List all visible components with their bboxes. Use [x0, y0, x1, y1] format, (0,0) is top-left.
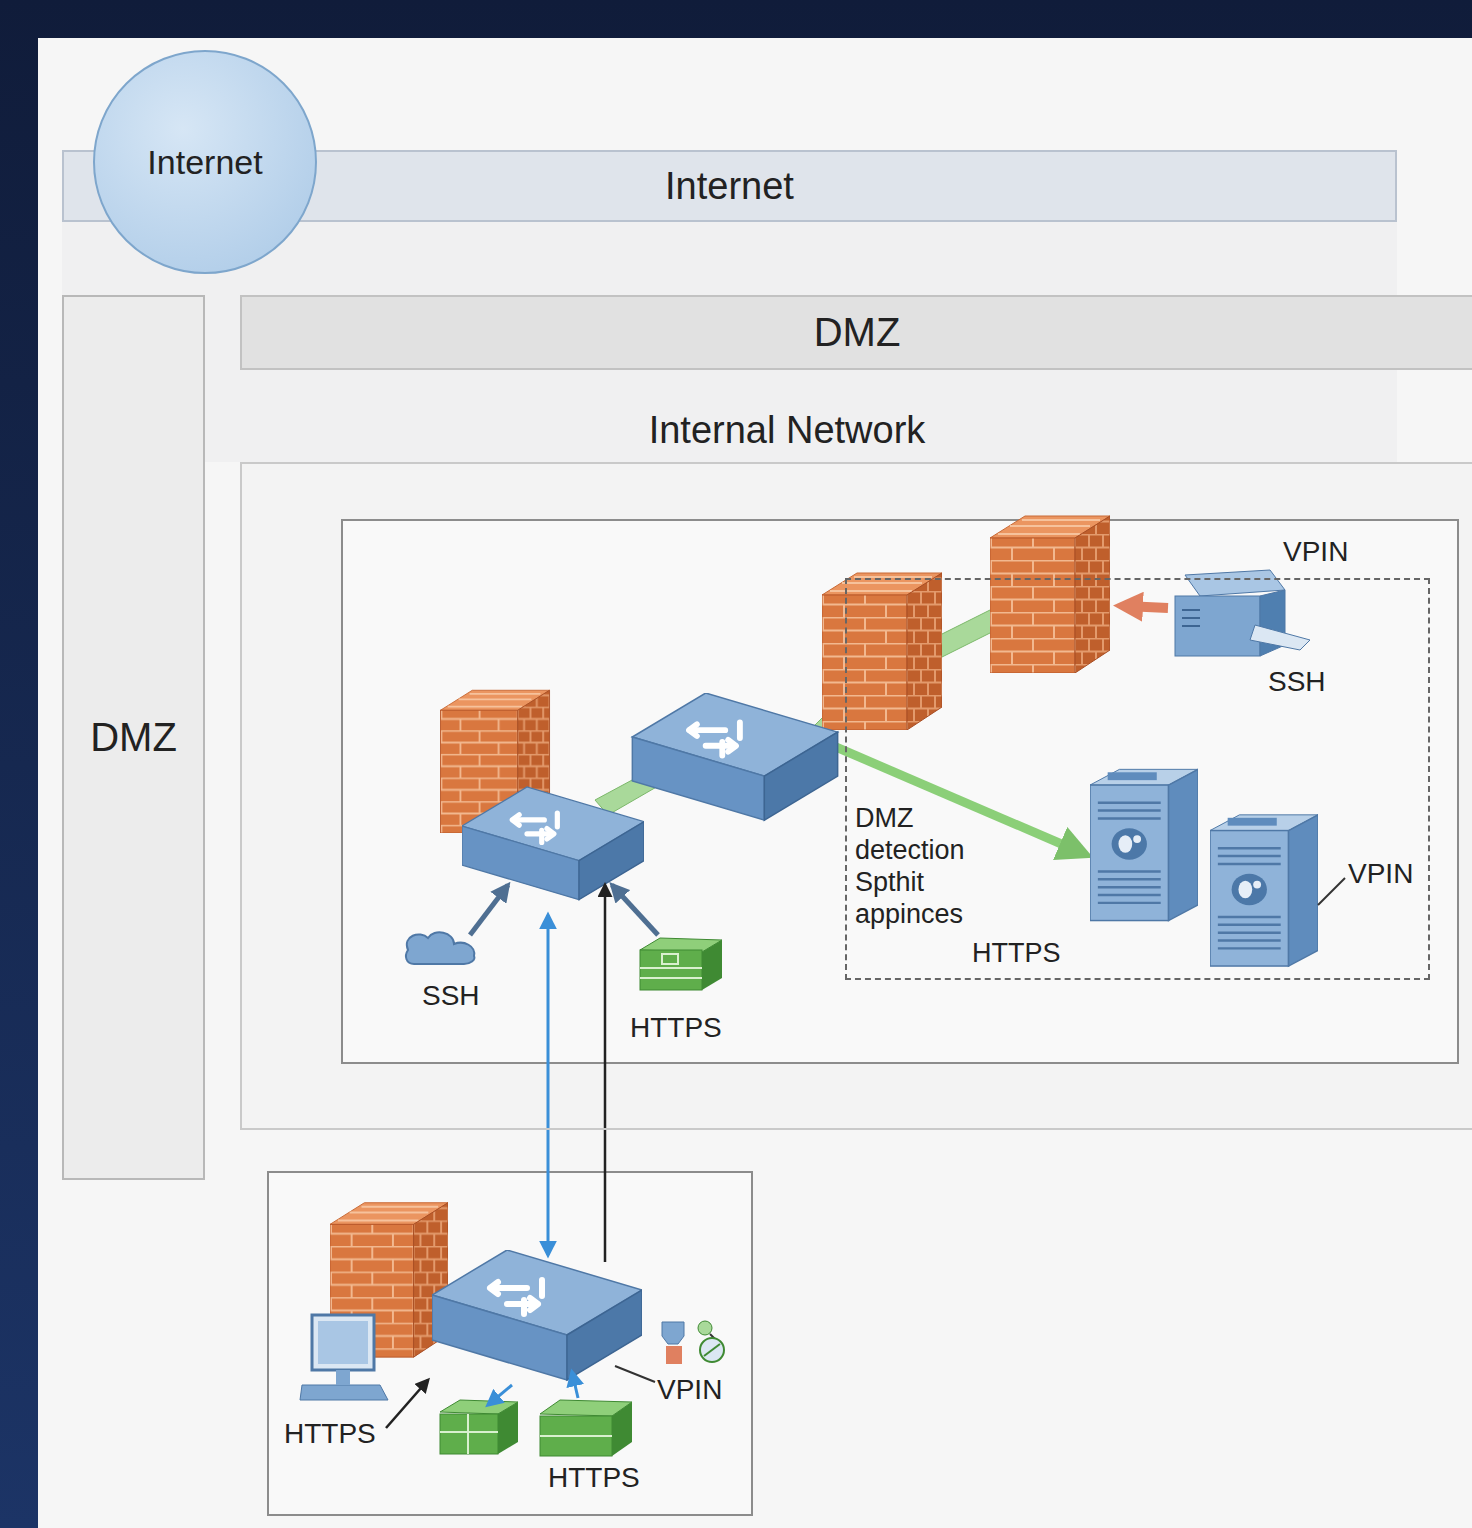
small-icons	[698, 1321, 712, 1335]
dmz-column: DMZ	[62, 295, 205, 1180]
green-module	[572, 1372, 578, 1398]
firewall	[822, 573, 942, 730]
protocol-label: VPIN	[1283, 536, 1348, 568]
small-icons	[615, 1321, 724, 1382]
detection-zone: DMZ detection Spthit appincesHTTPS	[845, 578, 1430, 980]
small-icons	[700, 1338, 724, 1362]
small-icons	[662, 1322, 684, 1344]
green-module	[498, 1402, 518, 1454]
protocol-label: SSH	[1268, 666, 1326, 698]
small-icons	[615, 1366, 655, 1382]
printer	[1250, 625, 1310, 650]
server	[1210, 815, 1318, 966]
uplink-arrow	[547, 915, 550, 1255]
node-label: DMZ	[814, 310, 901, 355]
printer	[1175, 596, 1260, 656]
node-label: DMZ detection Spthit appinces	[855, 802, 995, 930]
printer	[1125, 570, 1310, 656]
green-module	[640, 950, 702, 990]
network-illustration	[268, 1172, 752, 1515]
network-illustration	[240, 462, 1472, 1130]
protocol-label: VPIN	[657, 1374, 722, 1406]
green-links	[815, 738, 1080, 852]
protocol-label: HTTPS	[284, 1418, 376, 1450]
printer	[1182, 610, 1200, 626]
protocol-label: VPIN	[1348, 858, 1413, 890]
leader-arrow	[386, 1380, 428, 1428]
cloud-icon	[470, 885, 508, 935]
green-module	[612, 1402, 632, 1456]
cloud-icon	[406, 885, 508, 964]
protocol-label: HTTPS	[548, 1462, 640, 1494]
node-label: Internet	[147, 143, 262, 182]
node-sublabel: HTTPS	[972, 935, 1061, 971]
green-module	[540, 1372, 632, 1456]
internet-circle: Internet	[93, 50, 317, 274]
green-module	[540, 1435, 612, 1437]
firewall	[990, 516, 1110, 673]
network-switch	[462, 787, 644, 900]
small-icons	[666, 1346, 682, 1364]
network-switch	[632, 693, 837, 820]
green-module	[612, 885, 658, 935]
green-module	[612, 885, 722, 990]
green-module	[488, 1385, 512, 1405]
monitor	[318, 1321, 368, 1364]
monitor	[300, 1315, 388, 1400]
green-module	[440, 1414, 498, 1454]
node-label: Internet	[665, 165, 794, 208]
green-module	[440, 1385, 518, 1454]
small-icons	[704, 1344, 720, 1356]
monitor	[336, 1370, 350, 1385]
uplink-line	[604, 885, 607, 1262]
green-module	[640, 968, 702, 978]
printer	[1125, 606, 1168, 608]
green-module	[662, 954, 678, 964]
monitor	[312, 1315, 374, 1370]
network-switch	[432, 1250, 642, 1380]
green-module	[540, 1416, 612, 1456]
node-label: Internal Network	[172, 412, 1402, 448]
cloud-icon	[406, 932, 474, 964]
network-illustration	[38, 38, 1472, 1528]
leader-line	[1318, 878, 1345, 905]
printer	[1185, 570, 1285, 596]
green-module	[702, 940, 722, 990]
protocol-label: HTTPS	[630, 1012, 722, 1044]
server	[1090, 769, 1198, 920]
monitor	[300, 1385, 388, 1400]
dmz-band: DMZ	[240, 295, 1472, 370]
network-illustration	[342, 520, 1458, 1063]
node-label: DMZ	[90, 715, 177, 760]
protocol-label: SSH	[422, 980, 480, 1012]
green-module	[440, 1414, 498, 1454]
